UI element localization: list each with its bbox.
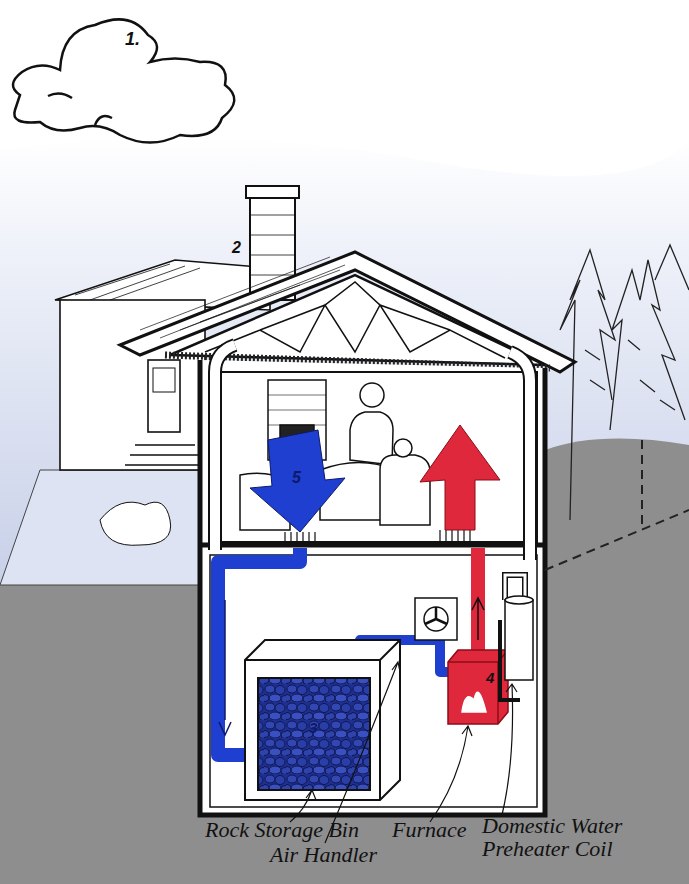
callout-number: 1. <box>125 30 165 49</box>
back-house-part <box>153 368 175 392</box>
trees-part <box>655 245 689 290</box>
leader-lines-part <box>430 726 472 822</box>
house-walls <box>200 360 545 815</box>
ground <box>0 439 689 884</box>
cold-air-arrow-part <box>250 430 345 532</box>
air-handler-part <box>415 598 457 640</box>
rock-storage-bin <box>245 640 400 800</box>
trees <box>560 245 689 520</box>
floor-grilles <box>285 530 470 545</box>
part-label: Rock Storage Bin <box>205 818 405 841</box>
part-label: Air Handler <box>270 843 430 866</box>
people-part <box>394 439 412 457</box>
ducts-white <box>215 345 530 560</box>
cloud-part <box>95 116 112 125</box>
furnace-part <box>472 598 484 640</box>
floor-grilles-part <box>440 530 470 545</box>
back-house-part <box>148 360 180 432</box>
air-handler-part <box>424 607 448 631</box>
return-duct-part <box>224 600 226 720</box>
chimney-part <box>250 215 295 275</box>
warm-air-arrow-part <box>420 425 500 530</box>
ducts-white-part <box>510 352 530 560</box>
back-house-part <box>100 502 171 545</box>
callout-number: 4 <box>486 670 516 686</box>
back-house-part <box>75 264 200 300</box>
trees-part <box>610 260 685 430</box>
rock-storage-bin-part <box>245 640 400 800</box>
callout-number: 5 <box>292 470 322 487</box>
furnace-part <box>462 692 486 712</box>
leader-lines-part <box>502 684 517 815</box>
back-house-part <box>125 445 205 465</box>
ducts-white-part <box>510 352 530 560</box>
air-handler <box>415 598 457 640</box>
cold-air-arrow <box>250 430 345 532</box>
cloud-part <box>48 93 72 98</box>
ducts-white-part <box>215 345 235 550</box>
part-label: Domestic Water Preheater Coil <box>482 814 652 860</box>
chimney-part <box>246 186 299 198</box>
callout-number: 2 <box>232 240 262 257</box>
callout-number: 3 <box>309 720 339 736</box>
trees-part <box>585 340 675 410</box>
ground-part <box>0 585 200 884</box>
house-walls-part <box>210 555 537 807</box>
return-duct-part <box>219 722 231 735</box>
property-line-part <box>545 510 689 570</box>
rock-storage-bin-part <box>258 678 370 790</box>
ducts-white-part <box>215 345 235 550</box>
air-handler-part <box>425 607 447 624</box>
water-preheater-part <box>505 596 533 604</box>
people-part <box>380 455 430 525</box>
warm-air-arrow <box>420 425 500 530</box>
water-preheater <box>500 575 533 700</box>
fireplace-part <box>268 395 326 425</box>
leader-lines-part <box>325 662 400 843</box>
floor-grilles-part <box>285 532 315 545</box>
people-part <box>360 383 384 407</box>
roof-part <box>205 282 505 358</box>
property-line-part <box>641 440 643 525</box>
cloud-part <box>13 19 234 142</box>
roof <box>120 252 575 372</box>
water-preheater-part <box>500 620 520 700</box>
house-walls-part <box>200 543 545 548</box>
furnace-part <box>471 548 485 650</box>
property-line <box>545 440 689 570</box>
ground-part <box>0 470 200 585</box>
cloud <box>13 19 234 142</box>
water-preheater-part <box>505 600 533 680</box>
roof-part <box>120 252 575 372</box>
people <box>240 383 430 530</box>
rock-storage-bin-part <box>245 640 400 800</box>
trees-part <box>560 250 615 520</box>
house-walls-part <box>200 360 545 815</box>
house-walls-part <box>210 372 537 542</box>
